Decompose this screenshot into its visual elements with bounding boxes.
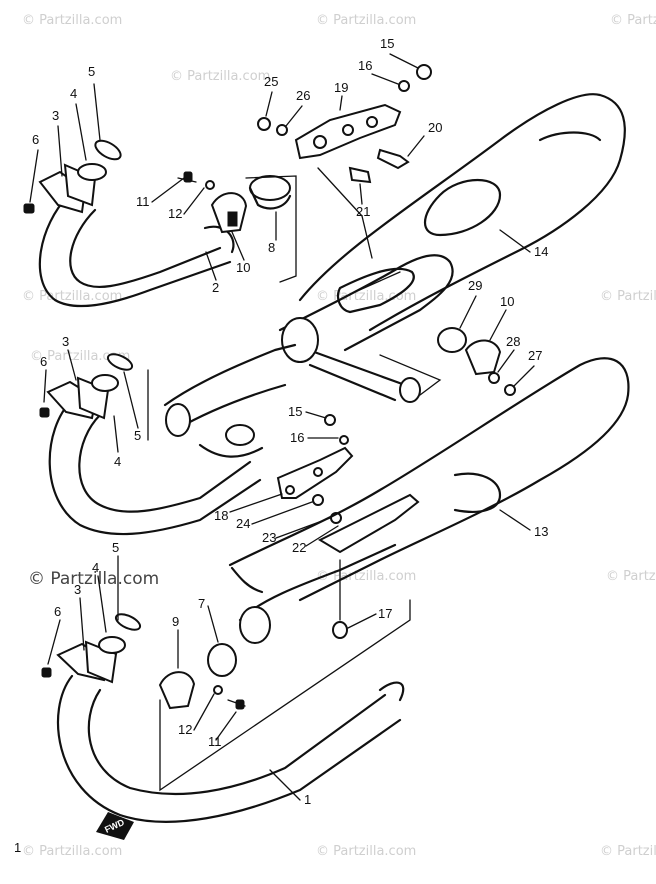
part-label: 1 — [304, 792, 311, 807]
watermark: © Partzil — [600, 289, 656, 304]
part-label: 26 — [296, 88, 310, 103]
part-label: 3 — [62, 334, 69, 349]
part-label: 13 — [534, 524, 548, 539]
clamp-top — [177, 171, 297, 283]
part-label: 3 — [52, 108, 59, 123]
part-label: 5 — [134, 428, 141, 443]
part-label: 4 — [92, 560, 99, 575]
part-label: 24 — [236, 516, 250, 531]
watermark: © Partzilla.com — [316, 844, 416, 859]
part-label: 27 — [528, 348, 542, 363]
part-label: 10 — [236, 260, 250, 275]
part-label: 10 — [500, 294, 514, 309]
part-label: 9 — [172, 614, 179, 629]
part-label: 4 — [114, 454, 121, 469]
part-label: 16 — [358, 58, 372, 73]
leader-lines — [29, 53, 535, 801]
part-labels: 1 1 2 3 3 3 4 4 4 5 5 5 6 6 6 7 8 9 10 1… — [14, 36, 548, 855]
watermark: © Partzil — [606, 569, 656, 584]
watermark: © Partzilla.com — [22, 844, 122, 859]
part-label: 3 — [74, 582, 81, 597]
watermark: © Partzilla.com — [316, 13, 416, 28]
watermark: © Partzilla.com — [22, 13, 122, 28]
part-label: 18 — [214, 508, 228, 523]
part-label: 7 — [198, 596, 205, 611]
part-label: 20 — [428, 120, 442, 135]
part-label: 4 — [70, 86, 77, 101]
part-label: 17 — [378, 606, 392, 621]
muffler-right-top — [278, 93, 626, 403]
part-label: 16 — [290, 430, 304, 445]
watermark-main: © Partzilla.com — [28, 569, 159, 589]
watermark: © Partzilla.com — [22, 289, 122, 304]
part-label: 2 — [212, 280, 219, 295]
part-label: 5 — [112, 540, 119, 555]
part-label: 12 — [178, 722, 192, 737]
bracket-top — [257, 64, 432, 259]
watermark: © Partzilla.com — [170, 69, 270, 84]
clamp-middle — [437, 327, 516, 396]
part-label: 21 — [356, 204, 370, 219]
part-label: 11 — [136, 194, 150, 209]
part-label: 1 — [14, 840, 21, 855]
part-label: 14 — [534, 244, 548, 259]
header-pipe-bottom — [41, 599, 411, 840]
part-label: 25 — [264, 74, 278, 89]
muffler-lower — [228, 357, 630, 644]
part-label: 6 — [54, 604, 61, 619]
header-pipe-middle — [39, 343, 297, 536]
part-label: 29 — [468, 278, 482, 293]
part-label: 6 — [32, 132, 39, 147]
part-label: 5 — [88, 64, 95, 79]
part-label: 19 — [334, 80, 348, 95]
watermark: © Partzil — [610, 13, 656, 28]
watermark: © Partzilla.com — [30, 349, 130, 364]
part-label: 28 — [506, 334, 520, 349]
part-label: 6 — [40, 354, 47, 369]
watermark: © Partzil — [600, 844, 656, 859]
part-label: 12 — [168, 206, 182, 221]
part-label: 15 — [380, 36, 394, 51]
part-label: 15 — [288, 404, 302, 419]
watermark: © Partzilla.com — [316, 289, 416, 304]
part-label: 23 — [262, 530, 276, 545]
watermark: © Partzilla.com — [316, 569, 416, 584]
watermarks: © Partzilla.com © Partzilla.com © Partzi… — [22, 13, 656, 859]
part-label: 22 — [292, 540, 306, 555]
part-label: 8 — [268, 240, 275, 255]
header-pipe-top — [23, 139, 235, 308]
